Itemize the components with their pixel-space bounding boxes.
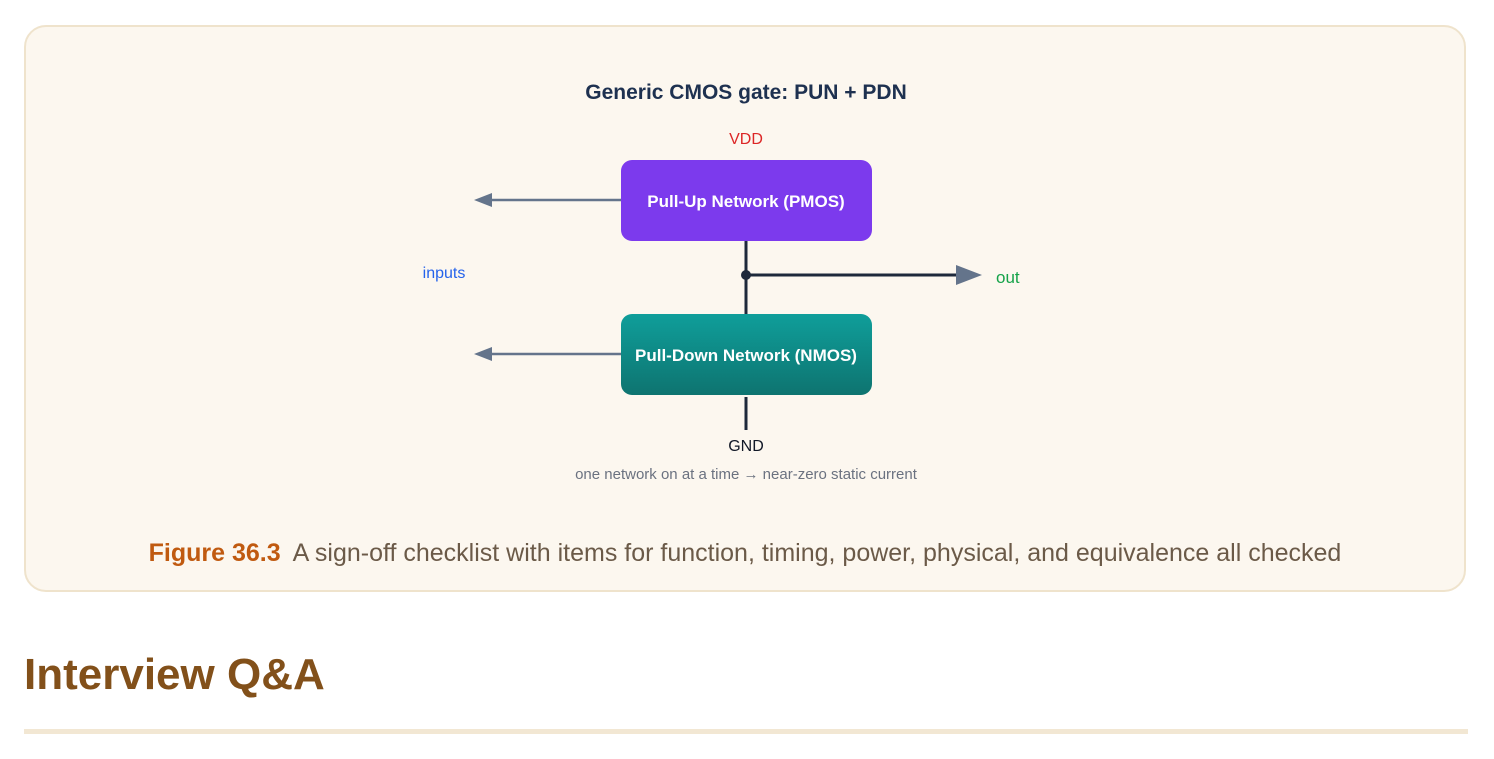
- cmos-gate-diagram: Generic CMOS gate: PUN + PDN VDD Pull-Up…: [423, 81, 1020, 483]
- inputs-label: inputs: [423, 265, 466, 282]
- pull-down-network-box: [621, 314, 872, 395]
- figure-number: Figure 36.3: [148, 539, 281, 567]
- output-label: out: [996, 268, 1020, 287]
- static-current-note: one network on at a time → near-zero sta…: [575, 466, 918, 483]
- pun-input-arrowhead: [474, 193, 492, 207]
- figure-caption-text: A sign-off checklist with items for func…: [292, 539, 1342, 567]
- diagram-title: Generic CMOS gate: PUN + PDN: [585, 81, 907, 104]
- figure-caption: Figure 36.3 A sign-off checklist with ite…: [26, 539, 1464, 568]
- section-heading: Interview Q&A: [24, 650, 325, 699]
- vdd-label: VDD: [729, 131, 763, 148]
- pull-up-network-label: Pull-Up Network (PMOS): [647, 192, 844, 211]
- section-divider: [24, 729, 1468, 734]
- output-arrowhead: [956, 265, 982, 285]
- gnd-label: GND: [728, 438, 764, 455]
- pull-up-network-box: [621, 160, 872, 241]
- pdn-input-arrowhead: [474, 347, 492, 361]
- pull-down-network-label: Pull-Down Network (NMOS): [635, 346, 857, 365]
- figure-card: Generic CMOS gate: PUN + PDN VDD Pull-Up…: [24, 25, 1466, 592]
